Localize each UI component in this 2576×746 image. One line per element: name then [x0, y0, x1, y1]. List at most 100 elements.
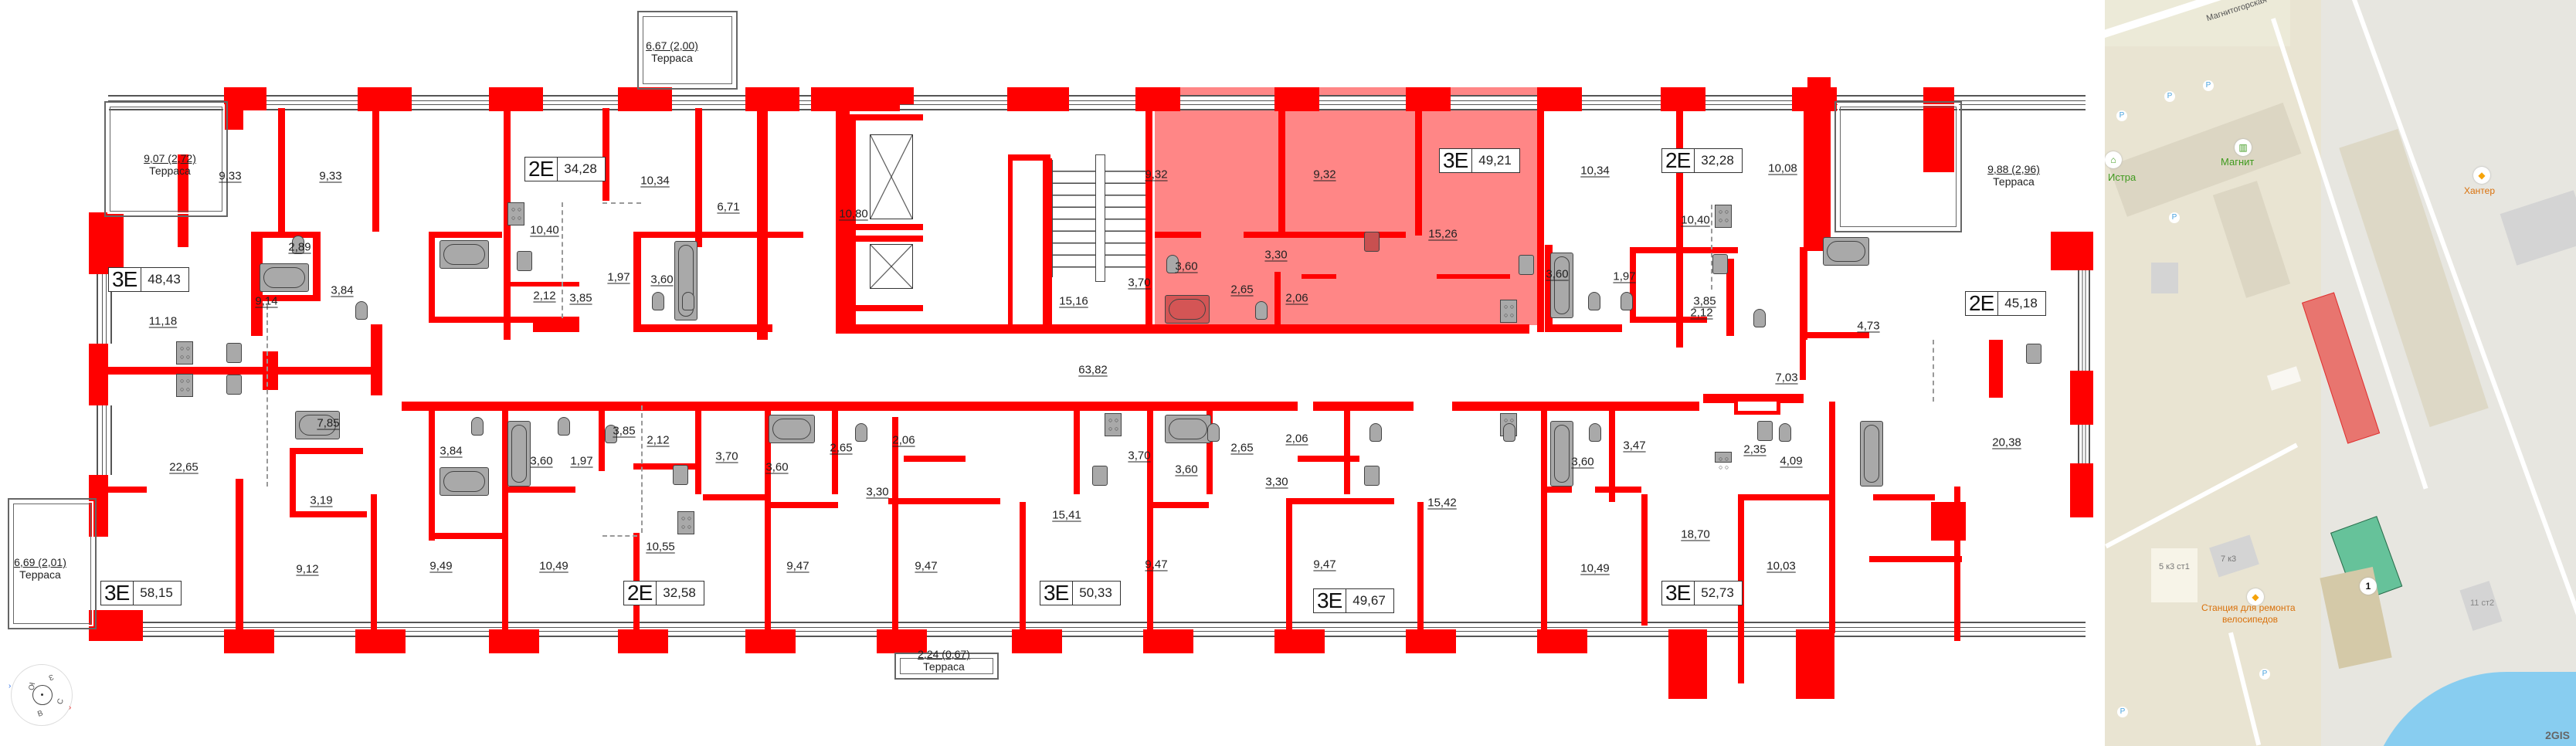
room-area: 9,47	[1145, 558, 1168, 571]
room-area: 2,65	[1230, 283, 1254, 297]
highlighted-apartment[interactable]	[1155, 87, 1541, 325]
toilet-icon	[1166, 255, 1179, 273]
terrace-label: 6,69 (2,01)Терраса	[14, 556, 66, 581]
poi-istra[interactable]: Истра	[2108, 171, 2136, 183]
terrace	[104, 101, 228, 217]
toilet-icon	[1255, 301, 1268, 320]
room-area: 3,19	[310, 493, 333, 507]
terrace	[637, 11, 738, 90]
toilet-icon	[1589, 423, 1601, 442]
room-area: 3,85	[1693, 294, 1716, 308]
shop-magnit-icon[interactable]: ▥	[2235, 139, 2252, 156]
stove-icon	[507, 202, 524, 225]
building-magnit	[2109, 102, 2302, 217]
room-area: 2,89	[288, 240, 311, 254]
room-area: 3,60	[1571, 455, 1594, 469]
toilet-icon	[682, 292, 694, 310]
kitchen-sink-icon	[2026, 344, 2041, 364]
room-area: 2,12	[647, 433, 670, 447]
stove-icon	[176, 374, 193, 397]
poi-bike-repair-icon[interactable]: ◆	[2247, 588, 2264, 605]
kitchen-sink-icon	[1364, 232, 1380, 252]
room-area: 10,80	[839, 207, 868, 221]
toilet-icon	[558, 417, 570, 436]
bathtub-icon	[1550, 253, 1573, 318]
room-area: 3,70	[715, 449, 738, 463]
parking-icon: P	[2259, 669, 2270, 680]
poi-hanter[interactable]: Хантер	[2464, 185, 2496, 196]
poi-bike-repair-line2[interactable]: велосипедов	[2222, 614, 2278, 625]
room-area: 6,71	[717, 200, 740, 214]
poi-magnit[interactable]: Магнит	[2221, 156, 2255, 168]
kitchen-sink-icon	[226, 375, 242, 395]
parking-icon: P	[2203, 80, 2214, 91]
room-area: 3,30	[1264, 248, 1288, 262]
compass-west: З	[47, 672, 55, 682]
room-area: 3,30	[866, 485, 889, 499]
compass-marker-blue-icon: ›	[8, 682, 12, 690]
room-area: 3,47	[1623, 439, 1646, 453]
room-area: 15,26	[1428, 227, 1458, 241]
shop-istra-icon[interactable]: ⌂	[2105, 151, 2122, 168]
view-cone	[2266, 366, 2302, 391]
room-area: 3,85	[613, 424, 636, 438]
room-area: 10,40	[1681, 213, 1710, 227]
room-area: 10,49	[1580, 561, 1610, 575]
terrace-label: 9,88 (2,96)Терраса	[1987, 163, 2040, 188]
room-area: 3,60	[1546, 267, 1569, 281]
room-area: 2,06	[1285, 291, 1308, 305]
poi-bike-repair[interactable]: Станция для ремонта	[2201, 602, 2296, 613]
location-map[interactable]: 1 7 к3 5 к3 ст1 11 ст2 Магнитогорская ⌂ …	[2105, 0, 2576, 746]
room-area: 20,38	[1992, 436, 2021, 449]
terrace-label: 2,24 (0,67)Терраса	[918, 648, 970, 673]
parking-icon: P	[2117, 707, 2128, 717]
room-area: 2,12	[1690, 306, 1713, 320]
stove-icon	[176, 341, 193, 365]
bathtub-icon	[295, 411, 340, 439]
road	[2105, 443, 2299, 549]
room-area: 10,34	[1580, 164, 1610, 178]
kitchen-sink-icon	[1519, 255, 1534, 275]
stove-icon	[1715, 205, 1732, 228]
toilet-icon	[1588, 292, 1600, 310]
room-area: 9,12	[296, 562, 319, 576]
corridor-area: 63,82	[1078, 363, 1108, 377]
room-area: 1,97	[607, 270, 630, 284]
building-label: 7 к3	[2221, 554, 2237, 564]
kitchen-sink-icon	[1757, 421, 1773, 441]
toilet-icon	[605, 425, 617, 443]
room-area: 11,18	[148, 314, 178, 328]
poi-hanter-icon[interactable]: ◆	[2473, 167, 2490, 184]
room-area: 3,60	[1175, 259, 1198, 273]
marker-1-icon[interactable]: 1	[2360, 578, 2377, 595]
room-area: 9,32	[1145, 168, 1168, 181]
room-area: 9,33	[219, 169, 242, 183]
compass-east: В	[36, 709, 45, 719]
room-area: 3,84	[331, 283, 354, 297]
room-area: 9,47	[1313, 558, 1336, 571]
building-grey	[2151, 263, 2178, 293]
stove-icon	[1500, 300, 1517, 323]
toilet-icon	[1369, 423, 1382, 442]
bathtub-icon	[440, 240, 489, 269]
building	[2212, 181, 2291, 298]
toilet-icon	[1753, 309, 1766, 327]
room-area: 4,73	[1857, 319, 1880, 333]
window	[108, 622, 2086, 637]
compass-rose: З Ю С В › ›	[8, 664, 73, 726]
room-area: 3,60	[1175, 463, 1198, 476]
room-area: 3,70	[1128, 276, 1151, 290]
room-area: 3,60	[650, 273, 674, 287]
room-area: 7,03	[1775, 371, 1798, 385]
